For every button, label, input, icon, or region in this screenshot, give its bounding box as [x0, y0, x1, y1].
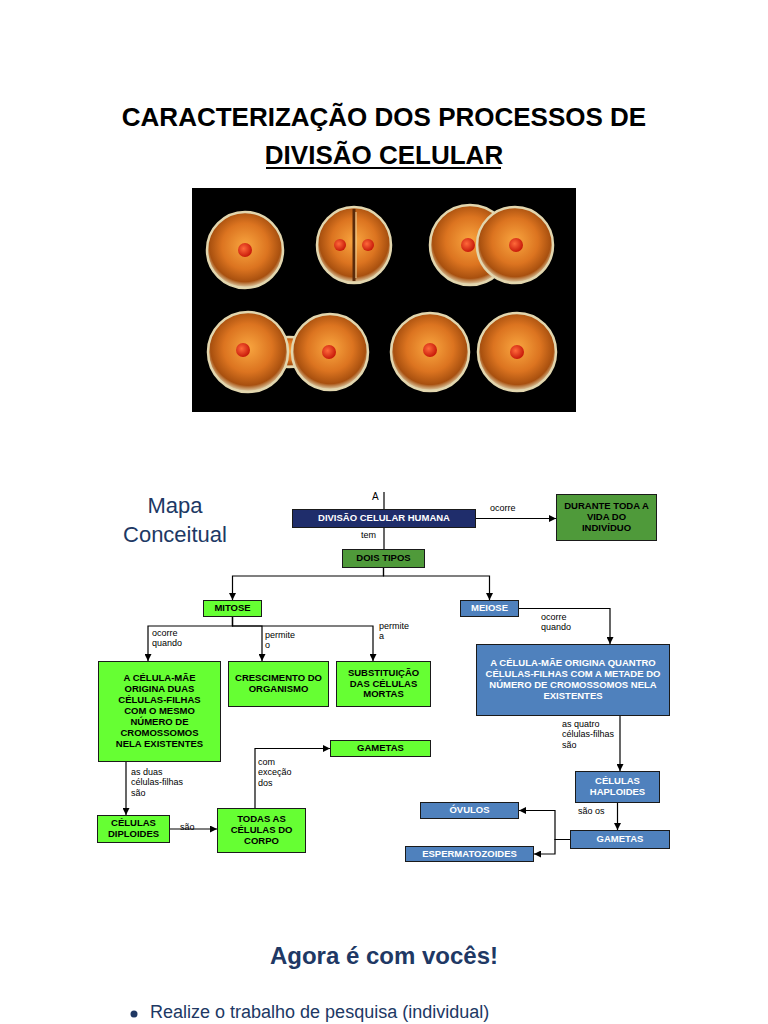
connector	[384, 568, 490, 600]
node-text: DOIS TIPOS	[356, 553, 410, 564]
node-text: A CÉLULA-MÃE ORIGINA DUAS CÉLULAS-FILHAS…	[113, 673, 206, 749]
nucleus	[322, 345, 336, 359]
connector	[519, 811, 570, 840]
nucleus	[334, 239, 346, 251]
connector	[519, 609, 610, 645]
nucleus	[461, 238, 475, 252]
node-text: ESPERMATOZOIDES	[422, 849, 517, 860]
nucleus	[509, 238, 523, 252]
section-heading: Agora é com vocês!	[0, 942, 768, 971]
node-text: GAMETAS	[597, 834, 644, 845]
concept-box: ESPERMATOZOIDES	[405, 846, 534, 862]
connector	[255, 749, 330, 809]
nucleus	[238, 243, 252, 257]
link-phrase: ocorre	[490, 503, 540, 513]
connector	[619, 716, 620, 771]
link-phrase: as duas células-filhas são	[131, 767, 189, 798]
link-phrase: permite a	[379, 621, 413, 642]
node-text: DURANTE TODA A VIDA DO INDIVÍDUO	[563, 501, 650, 534]
concept-box: A CÉLULA-MÃE ORIGINA QUANTRO CÉLULAS-FIL…	[476, 644, 670, 716]
cell	[207, 212, 283, 288]
concept-box: A CÉLULA-MÃE ORIGINA DUAS CÉLULAS-FILHAS…	[98, 661, 221, 762]
map-label: A	[372, 491, 386, 502]
node-text: TODAS AS CÉLULAS DO CORPO	[224, 814, 299, 847]
connector	[617, 803, 618, 830]
concept-box: MEIOSE	[460, 600, 519, 617]
lead-line	[383, 492, 384, 509]
link-phrase: ocorre quando	[541, 612, 591, 633]
nucleus	[510, 345, 524, 359]
nucleus	[236, 343, 250, 357]
connector	[233, 617, 263, 661]
node-text: CRESCIMENTO DO ORGANISMO	[235, 673, 322, 695]
node-text: DIVISÃO CELULAR HUMANA	[318, 513, 450, 524]
concept-box: SUBSTITUIÇÃO DAS CÉLULAS MORTAS	[336, 661, 431, 707]
concept-box: MITOSE	[203, 600, 262, 617]
link-phrase: permite o	[265, 630, 299, 651]
concept-box: CÉLULAS HAPLOIDES	[575, 771, 660, 803]
link-phrase: as quatro células-filhas são	[562, 719, 618, 750]
cell-division-photo	[192, 188, 576, 412]
connector	[233, 617, 374, 661]
node-text: ÓVULOS	[449, 805, 489, 816]
cell	[391, 313, 469, 391]
node-text: MEIOSE	[471, 603, 508, 614]
link-phrase: são	[180, 822, 204, 832]
cell	[208, 312, 288, 392]
photo-background	[192, 188, 576, 412]
section-heading: Mapa Conceitual	[105, 492, 245, 549]
connector	[383, 528, 384, 549]
bullet	[131, 1011, 138, 1018]
concept-box: DOIS TIPOS	[342, 549, 425, 568]
concept-box: ÓVULOS	[420, 802, 519, 819]
connector	[125, 762, 126, 815]
instruction-text: Realize o trabalho de pesquisa (individu…	[150, 1002, 670, 1024]
link-phrase: com exceção dos	[258, 757, 298, 788]
connector	[534, 840, 570, 855]
cell	[292, 314, 368, 390]
concept-box: TODAS AS CÉLULAS DO CORPO	[217, 808, 306, 853]
page-title: CARACTERIZAÇÃO DOS PROCESSOS DE DIVISÃO …	[104, 98, 664, 174]
concept-box: CRESCIMENTO DO ORGANISMO	[228, 661, 329, 707]
cleavage-furrow	[353, 209, 356, 281]
link-phrase: são os	[578, 806, 614, 816]
connector	[148, 617, 233, 661]
node-text: A CÉLULA-MÃE ORIGINA QUANTRO CÉLULAS-FIL…	[483, 658, 663, 702]
link-phrase: tem	[361, 530, 381, 540]
cell	[477, 207, 553, 283]
link-phrase: ocorre quando	[152, 628, 198, 649]
node-text: GAMETAS	[357, 743, 404, 754]
connector	[476, 518, 556, 519]
node-text: MITOSE	[214, 603, 250, 614]
cell	[478, 313, 556, 391]
concept-box: GAMETAS	[570, 830, 670, 849]
connector	[233, 568, 384, 600]
concept-box: CÉLULAS DIPLOIDES	[97, 815, 170, 843]
cleavage-furrow	[356, 212, 357, 278]
nucleus	[423, 343, 437, 357]
root-concept: DIVISÃO CELULAR HUMANA	[292, 509, 476, 528]
nucleus	[362, 239, 374, 251]
cell	[317, 207, 391, 283]
node-text: SUBSTITUIÇÃO DAS CÉLULAS MORTAS	[343, 668, 424, 701]
concept-box: DURANTE TODA A VIDA DO INDIVÍDUO	[556, 494, 657, 541]
concept-box: GAMETAS	[330, 740, 431, 757]
node-text: CÉLULAS HAPLOIDES	[582, 776, 653, 798]
node-text: CÉLULAS DIPLOIDES	[104, 818, 163, 840]
